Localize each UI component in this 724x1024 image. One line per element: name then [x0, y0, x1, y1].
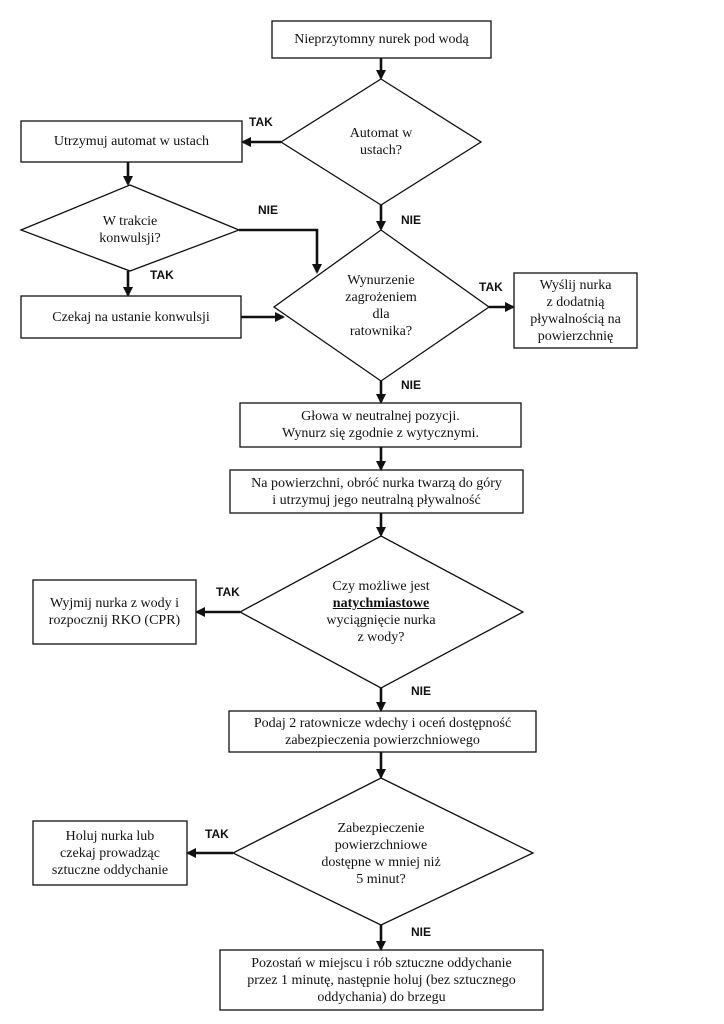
diamond-convulsions [19, 184, 241, 272]
remove-question: Czy możliwe jest natychmiastowe wyciągni… [306, 576, 456, 648]
edge-label-remove-no: NIE [411, 684, 432, 698]
edge-label-convulsions-no: NIE [258, 203, 279, 217]
remove-question-line3: wyciągnięcie nurka z wody? [326, 613, 436, 645]
start-label: Nieprzytomny nurek pod wodą [294, 32, 469, 47]
surface-turn-label: Na powierzchni, obróć nurka twarzą do gó… [251, 475, 502, 508]
ascent-question: Wynurzenie zagrożeniem dla ratownika? [345, 273, 417, 339]
automat-question: Automat w ustach? [349, 126, 413, 158]
edge-label-automat-no: NIE [401, 213, 422, 227]
edge-label-support-yes: TAK [205, 827, 229, 841]
remove-question-line1: Czy możliwe jest [332, 579, 430, 594]
send-positive-label: Wyślij nurka z dodatnią pływalnością na … [530, 277, 621, 344]
remove-question-emphasis: natychmiastowe [332, 596, 430, 611]
edge-label-automat-yes: TAK [249, 115, 273, 129]
wait-convulsions-label: Czekaj na ustanie konwulsji [52, 309, 210, 325]
stay-breathe-label: Pozostań w miejscu i rób sztuczne oddych… [247, 955, 516, 1005]
edge-label-ascent-yes: TAK [479, 280, 503, 294]
two-breaths-label: Podaj 2 ratownicze wdechy i oceń dostępn… [253, 715, 512, 748]
keep-regulator-label: Utrzymuj automat w ustach [53, 134, 210, 149]
support-question: Zabezpieczenie powierzchniowe dostępne w… [321, 821, 441, 887]
head-neutral-label: Głowa w neutralnej pozycji. Wynurz się z… [281, 409, 480, 441]
edge-label-ascent-no: NIE [401, 378, 422, 392]
tow-breathe-label: Holuj nurka lub czekaj prowadząc sztuczn… [51, 828, 169, 878]
edge-label-remove-yes: TAK [216, 585, 240, 599]
convulsions-question: W trakcie konwulsji? [99, 214, 161, 246]
arrow-convulsions-no [239, 228, 322, 274]
edge-label-convulsions-yes: TAK [150, 268, 174, 282]
edge-label-support-no: NIE [411, 925, 432, 939]
remove-cpr-label: Wyjmij nurka z wody i rozpocznij RKO (CP… [48, 596, 181, 628]
